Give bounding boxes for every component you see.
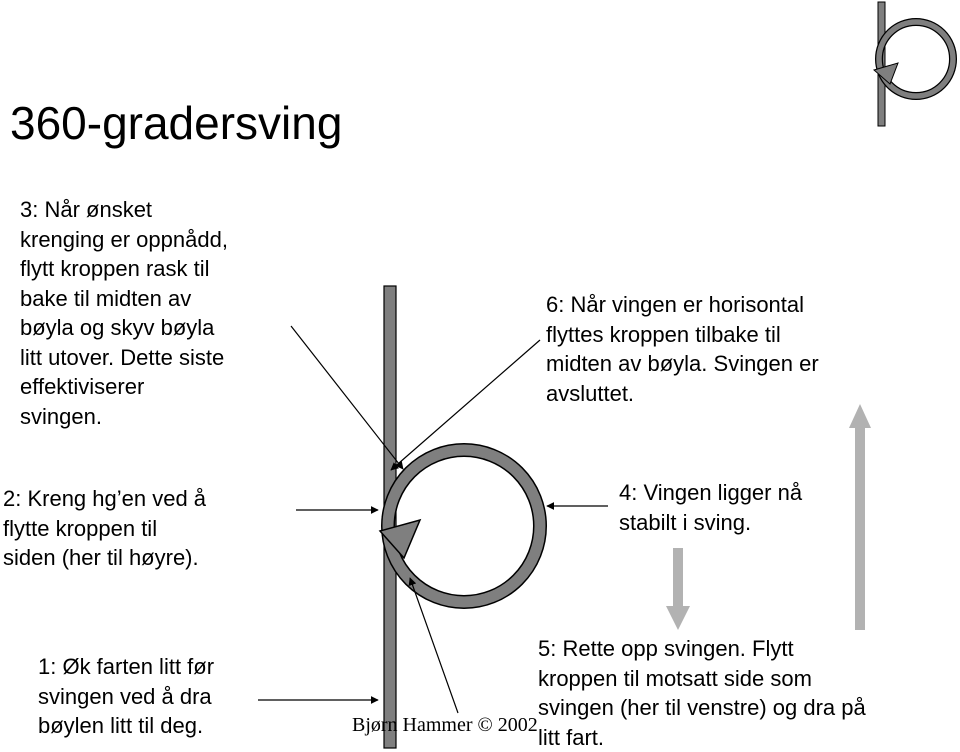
author-credit: Bjørn Hammer © 2002	[352, 714, 538, 736]
loop-path-icon	[378, 443, 547, 609]
pointer-step5	[408, 577, 459, 714]
gray-up-arrow-icon	[849, 404, 871, 630]
loop-arrowhead-icon	[378, 518, 422, 560]
step4-text: 4: Vingen ligger nå stabilt i sving.	[619, 480, 803, 535]
step1-text: 1: Øk farten litt før svingen ved å dra …	[38, 654, 215, 738]
step3-text: 3: Når ønsket krenging er oppnådd, flytt…	[20, 197, 228, 429]
page-title: 360-gradersving	[10, 97, 343, 149]
gray-down-arrow-icon	[666, 548, 690, 630]
thumbnail-loop-icon	[872, 1, 957, 127]
pointer-step6	[390, 339, 541, 471]
step5-text: 5: Rette opp svingen. Flytt kroppen til …	[538, 636, 866, 750]
step6-text: 6: Når vingen er horisontal flyttes krop…	[546, 292, 819, 406]
pointer-step3	[290, 325, 404, 470]
step2-text: 2: Kreng hg’en ved å flytte kroppen til …	[3, 486, 207, 570]
